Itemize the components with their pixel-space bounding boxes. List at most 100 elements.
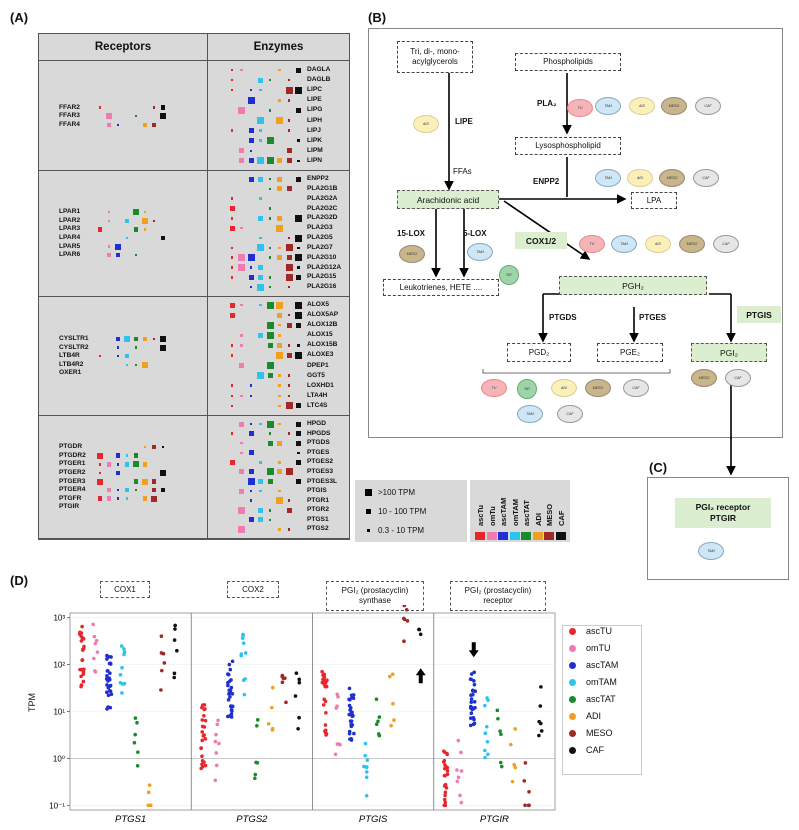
- ptgir-title: PGI₂ (prostacyclin) receptor: [450, 581, 546, 611]
- expression-square: [266, 321, 274, 329]
- expression-square: [295, 214, 302, 222]
- enzyme-gene-label: LIPJ: [307, 126, 321, 134]
- data-point: [469, 697, 474, 701]
- data-point: [200, 754, 204, 759]
- expression-square: [266, 301, 274, 309]
- data-point: [107, 688, 112, 693]
- expression-square: [259, 422, 262, 426]
- data-point: [418, 632, 423, 637]
- data-point: [405, 619, 410, 623]
- data-point: [202, 733, 206, 737]
- expression-square: [116, 497, 120, 500]
- data-point: [217, 741, 221, 746]
- data-point: [294, 671, 299, 676]
- data-point: [213, 739, 218, 744]
- enzyme-gene-label: GGT5: [307, 371, 325, 379]
- expression-square: [106, 252, 112, 258]
- expression-square: [258, 274, 263, 280]
- expression-square: [160, 336, 166, 342]
- expression-square: [278, 394, 281, 398]
- data-point: [93, 641, 98, 646]
- expression-square: [257, 244, 264, 252]
- group-color-swatch: [532, 532, 543, 540]
- data-point: [348, 719, 353, 723]
- data-point: [472, 679, 476, 683]
- data-point: [108, 671, 112, 676]
- x-gene-label: PTGS1: [115, 814, 146, 825]
- expression-square: [259, 236, 262, 240]
- expression-square: [278, 334, 281, 337]
- expression-square: [116, 463, 120, 466]
- legend-dot-icon: [569, 746, 576, 754]
- tam-cell-icon: TAM: [595, 97, 621, 115]
- expression-square: [230, 354, 234, 357]
- adi-cell-icon: ADI: [645, 235, 671, 253]
- receptor-gene-label: LTB4R: [59, 352, 80, 360]
- expression-square: [276, 224, 283, 232]
- expression-square: [247, 96, 255, 104]
- panel-c-shapes: [675, 498, 771, 528]
- expression-square: [296, 440, 301, 446]
- legend-entry: omTU: [569, 643, 611, 653]
- data-point: [199, 766, 204, 771]
- expression-square: [297, 344, 300, 347]
- expression-square: [230, 404, 234, 408]
- tu-cell-icon: TU: [481, 379, 507, 397]
- data-point: [226, 680, 230, 685]
- expression-square: [276, 117, 283, 124]
- meso-cell-icon: MESO: [399, 245, 425, 263]
- expression-square: [240, 451, 243, 454]
- expression-square: [106, 496, 112, 501]
- panel-label-a: (A): [10, 10, 29, 25]
- expression-square: [296, 274, 301, 280]
- receptor-gene-label: PTGFR: [59, 494, 82, 502]
- group-color-swatch: [498, 532, 508, 540]
- expression-square: [276, 497, 283, 505]
- data-point: [297, 680, 302, 685]
- expression-square: [268, 217, 272, 220]
- expression-square: [278, 461, 281, 464]
- cell-label: TAT: [523, 387, 531, 391]
- data-point: [527, 790, 531, 794]
- expression-square: [268, 432, 272, 435]
- data-point: [227, 688, 232, 693]
- expression-square: [107, 219, 111, 223]
- expression-square: [266, 362, 274, 370]
- expression-square: [297, 139, 300, 142]
- expression-square: [267, 479, 273, 484]
- expression-square: [238, 525, 245, 533]
- expression-square: [230, 344, 234, 347]
- enzyme-gene-label: PTGES3L: [307, 477, 338, 485]
- cell-label: ADI: [423, 122, 429, 126]
- data-point: [105, 683, 109, 687]
- data-point: [118, 673, 123, 677]
- data-point: [229, 685, 234, 690]
- data-point: [79, 631, 84, 635]
- expression-square: [296, 431, 301, 437]
- data-point: [499, 764, 504, 769]
- adi-cell-icon: ADI: [627, 169, 653, 187]
- data-point: [513, 727, 517, 731]
- legend-label: ascTAT: [586, 694, 616, 704]
- data-point: [243, 651, 248, 655]
- data-point: [495, 708, 500, 713]
- data-point: [324, 732, 329, 736]
- expression-square: [133, 209, 139, 216]
- expression-square: [296, 67, 301, 73]
- data-point: [159, 688, 163, 692]
- expression-square: [266, 137, 274, 145]
- data-point: [81, 679, 86, 684]
- data-point: [513, 765, 518, 770]
- tam-cell-icon: TAM: [595, 169, 621, 187]
- adi-cell-icon: ADI: [551, 379, 577, 397]
- expression-square: [287, 344, 291, 347]
- expression-square: [115, 243, 121, 250]
- tam-cell-icon: TAM: [698, 542, 724, 560]
- cell-label: MESO: [686, 242, 698, 246]
- expression-square: [278, 404, 281, 408]
- receptor-gene-label: CYSLTR2: [59, 343, 89, 351]
- receptor-gene-label: OXER1: [59, 369, 82, 377]
- data-point: [173, 623, 177, 628]
- data-point: [200, 730, 205, 734]
- data-point: [484, 724, 489, 729]
